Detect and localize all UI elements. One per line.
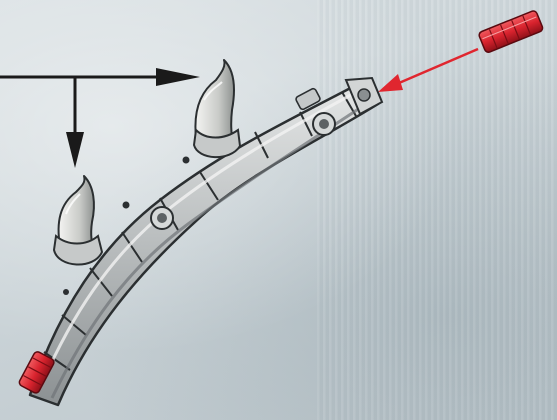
axle-pin-icon [478, 10, 544, 54]
red-arrow-group [378, 49, 478, 92]
arrow-icon [378, 74, 403, 92]
arrow-icon [66, 132, 84, 168]
horn-icon [194, 60, 240, 157]
red-arrow-line [392, 49, 478, 86]
arrow-icon [156, 68, 200, 86]
black-arrow-group [0, 68, 200, 168]
horn-icon [54, 176, 102, 265]
